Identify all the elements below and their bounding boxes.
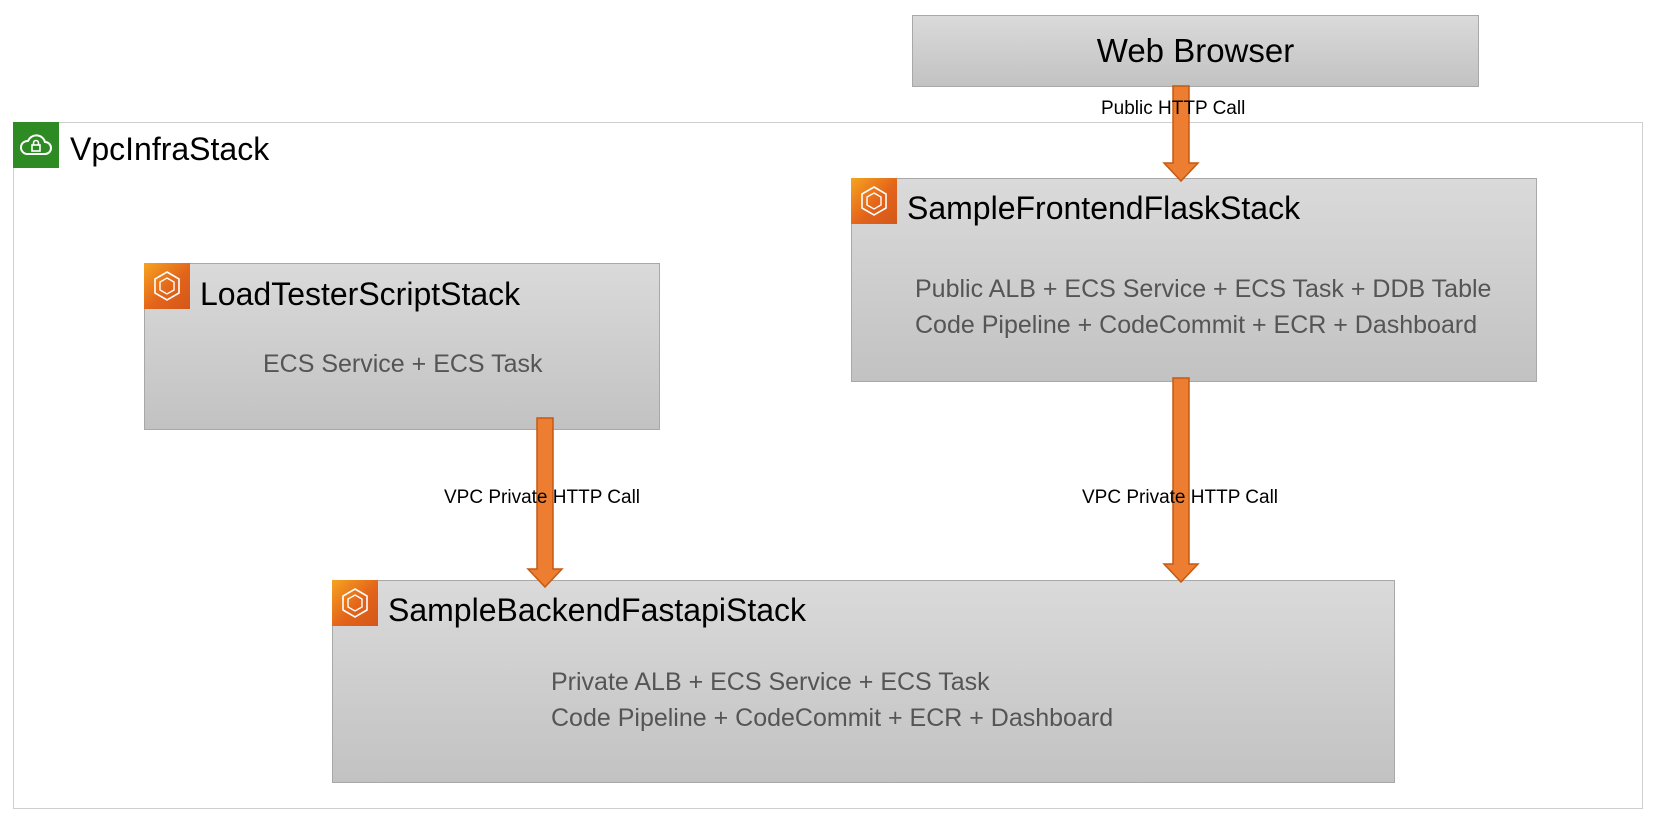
label-vpc-private-http-call-left: VPC Private HTTP Call xyxy=(444,487,641,508)
arrow-browser-to-frontend xyxy=(1162,85,1200,183)
backend-stack-box xyxy=(332,580,1395,783)
loadtester-stack-title: LoadTesterScriptStack xyxy=(200,276,521,312)
loadtester-desc-line-1: ECS Service + ECS Task xyxy=(263,350,543,378)
ecs-container-icon xyxy=(332,580,378,626)
arrow-frontend-to-backend xyxy=(1162,377,1200,584)
web-browser-title: Web Browser xyxy=(1096,32,1295,69)
frontend-desc-line-1: Public ALB + ECS Service + ECS Task + DD… xyxy=(915,275,1492,303)
ecs-container-icon xyxy=(851,178,897,224)
backend-desc-line-1: Private ALB + ECS Service + ECS Task xyxy=(551,668,990,696)
cloud-lock-icon xyxy=(13,122,59,168)
backend-desc-line-2: Code Pipeline + CodeCommit + ECR + Dashb… xyxy=(551,704,1114,732)
arrow-loadtester-to-backend xyxy=(526,417,564,589)
ecs-container-icon xyxy=(144,263,190,309)
label-vpc-private-http-call-right: VPC Private HTTP Call xyxy=(1082,487,1279,508)
vpc-boundary xyxy=(13,122,1643,809)
frontend-desc-line-2: Code Pipeline + CodeCommit + ECR + Dashb… xyxy=(915,311,1478,339)
backend-stack-title: SampleBackendFastapiStack xyxy=(388,592,806,628)
web-browser-box: Web Browser xyxy=(912,15,1479,87)
label-public-http-call: Public HTTP Call xyxy=(1101,98,1246,119)
vpc-title: VpcInfraStack xyxy=(70,131,270,167)
loadtester-stack-box xyxy=(144,263,660,430)
frontend-stack-title: SampleFrontendFlaskStack xyxy=(907,190,1301,226)
frontend-stack-box xyxy=(851,178,1537,382)
